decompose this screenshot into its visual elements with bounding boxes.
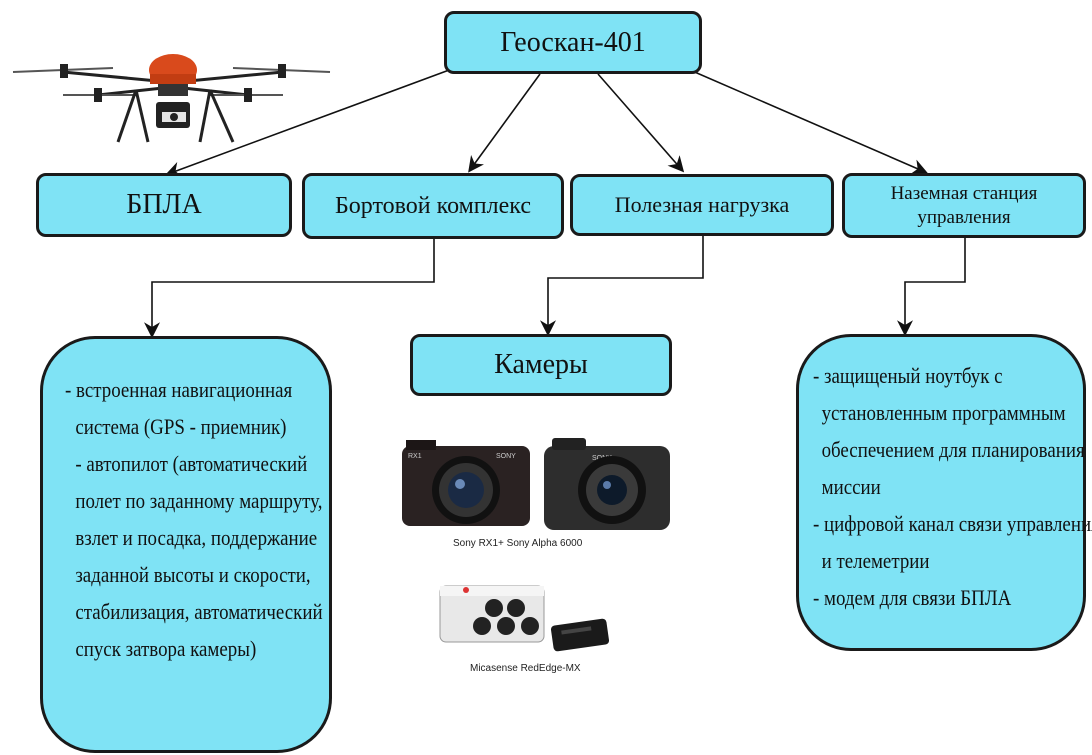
arrow-payload-cameras (540, 236, 704, 337)
onboard-detail-line: стабилизация, автоматический (75, 599, 323, 624)
arrow-ground-details (897, 238, 966, 337)
onboard-details-box: - встроенная навигационная система (GPS … (40, 336, 332, 753)
onboard-detail-line: заданной высоты и скорости, (75, 562, 311, 587)
root-node: Геоскан-401 (444, 11, 702, 74)
node-ground-label: Наземная станция управления (890, 182, 1038, 228)
root-label: Геоскан-401 (500, 26, 646, 58)
node-payload-label: Полезная нагрузка (614, 192, 790, 217)
node-ground: Наземная станция управления (842, 173, 1086, 238)
onboard-detail-line: - автопилот (автоматический (75, 451, 308, 476)
ground-detail-line: - защищеный ноутбук с (813, 363, 1003, 388)
sony-label-1: SONY (496, 453, 516, 460)
onboard-detail-line: спуск затвора камеры) (75, 636, 257, 661)
onboard-detail-line: система (GPS - приемник) (75, 414, 287, 439)
caption-micasense: Micasense RedEdge-MX (470, 663, 581, 674)
arrow-to-payload (597, 73, 685, 173)
node-onboard: Бортовой комплекс (302, 173, 564, 239)
onboard-detail-line: взлет и посадка, поддержание (75, 525, 318, 550)
node-bpla-label: БПЛА (126, 189, 202, 220)
arrow-to-bpla (164, 65, 461, 178)
node-onboard-label: Бортовой комплекс (334, 192, 531, 219)
node-payload: Полезная нагрузка (570, 174, 834, 236)
ground-detail-line: - модем для связи БПЛА (813, 585, 1012, 610)
onboard-detail-line: полет по заданному маршруту, (75, 488, 323, 513)
drone-icon (12, 54, 331, 143)
node-bpla: БПЛА (36, 173, 292, 237)
arrow-onboard-details (144, 239, 435, 339)
ground-detail-line: обеспечением для планирования (821, 437, 1085, 462)
cameras-label: Камеры (494, 349, 588, 380)
ground-details-box: - защищеный ноутбук с установленным прог… (796, 334, 1092, 651)
sony-cameras-image: RX1 SONY SONY (402, 438, 670, 530)
arrow-to-ground (689, 69, 928, 175)
caption-sony: Sony RX1+ Sony Alpha 6000 (453, 538, 583, 549)
arrow-to-onboard (468, 73, 541, 173)
rx1-label: RX1 (408, 453, 422, 460)
onboard-detail-line: - встроенная навигационная (65, 377, 293, 402)
ground-detail-line: и телеметрии (821, 548, 930, 573)
cameras-node: Камеры (410, 334, 672, 396)
ground-detail-line: миссии (821, 474, 881, 499)
ground-detail-line: - цифровой канал связи управления (813, 511, 1092, 536)
ground-detail-line: установленным программным (821, 400, 1066, 425)
micasense-image (439, 585, 610, 652)
